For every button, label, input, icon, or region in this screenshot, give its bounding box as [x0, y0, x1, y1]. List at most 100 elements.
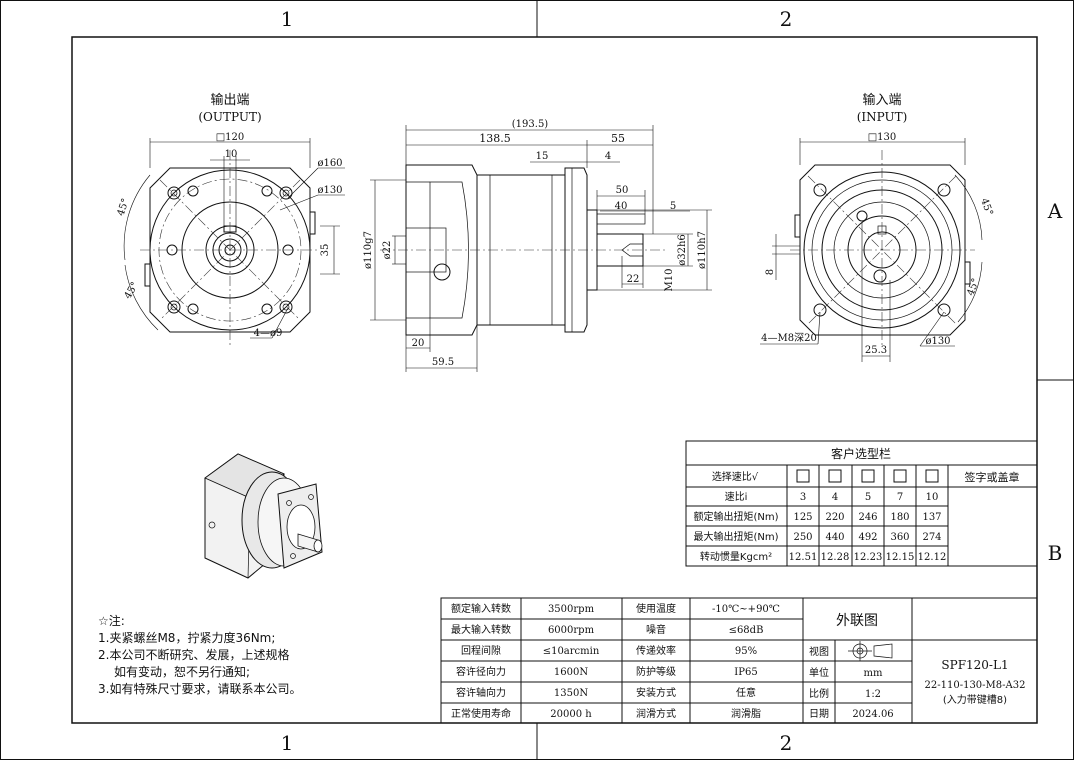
output-dim-key: 10	[225, 149, 238, 160]
spec-value: 1600N	[554, 667, 588, 678]
input-dim-square: □130	[868, 132, 897, 143]
side-dim-32h6: ø32h6	[677, 234, 688, 266]
spec-value: 6000rpm	[548, 625, 595, 636]
view-label: 视图	[809, 645, 829, 658]
spec-label: 额定输入转数	[451, 602, 511, 615]
zone-bottom-1: 1	[281, 731, 294, 755]
side-dim-20: 20	[412, 338, 425, 349]
spec-label: 安装方式	[636, 686, 676, 699]
row-label-select: 选择速比√	[712, 470, 759, 483]
projection-symbol-icon	[848, 641, 893, 661]
model-number: SPF120-L1	[941, 658, 1008, 672]
date-label: 日期	[809, 708, 829, 720]
inertia-value: 12.15	[886, 552, 915, 563]
note-line: 2.本公司不断研究、发展，上述规格	[98, 647, 289, 662]
side-dim-m10: M10	[664, 269, 675, 292]
note-line: 1.夹紧螺丝M8，拧紧力度36Nm;	[98, 630, 275, 645]
side-dim-15: 15	[536, 151, 549, 162]
rated-torque-value: 137	[922, 512, 941, 523]
ratio-7-checkbox[interactable]	[893, 469, 907, 483]
spec-table: 额定输入转数 3500rpm 使用温度 -10℃~+90℃ 最大输入转数 600…	[440, 597, 1038, 724]
output-dim-angle-b: 45°	[123, 280, 141, 301]
output-title: 输出端	[210, 92, 249, 108]
input-dim-8: 8	[765, 269, 776, 275]
note-line: 如有变动，恕不另行通知;	[114, 664, 250, 679]
ratio-value: 4	[832, 492, 838, 503]
row-label-max-torque: 最大输出扭矩(Nm)	[693, 530, 778, 543]
row-label-inertia: 转动惯量Kgcm²	[700, 550, 772, 563]
zone-bottom-2: 2	[780, 731, 793, 755]
spec-label: 正常使用寿命	[451, 707, 511, 720]
input-dim-angle-b: 45°	[965, 277, 981, 297]
side-dim-shaft: 55	[611, 132, 625, 145]
output-dim-h35: 35	[320, 244, 331, 257]
spec-label: 噪音	[646, 623, 666, 636]
note-line: 3.如有特殊尺寸要求，请联系本公司。	[98, 681, 301, 696]
side-view: (193.5) 138.5 55 15 4 50 40 5 ø110g7 ø22…	[363, 119, 712, 372]
input-view: 输入端 (INPUT) □130 45° 45° 8	[760, 92, 995, 362]
side-dim-4: 4	[605, 151, 611, 162]
spec-value: IP65	[734, 667, 757, 678]
side-dim-40: 40	[615, 201, 628, 212]
ratio-10-checkbox[interactable]	[925, 469, 939, 483]
ratio-value: 3	[800, 492, 806, 503]
spec-label: 使用温度	[636, 602, 676, 615]
ratio-5-checkbox[interactable]	[861, 469, 875, 483]
side-dim-body: 138.5	[479, 132, 511, 145]
zone-right-a: A	[1047, 199, 1063, 223]
max-torque-value: 440	[825, 532, 844, 543]
spec-label: 润滑方式	[636, 707, 676, 720]
max-torque-value: 492	[858, 532, 877, 543]
input-dim-holes: 4—M8深20	[761, 332, 817, 344]
output-subtitle: (OUTPUT)	[198, 110, 261, 124]
rated-torque-value: 220	[825, 512, 844, 523]
output-dim-holes: 4—ø9	[254, 328, 283, 339]
side-dim-110h7: ø110h7	[697, 231, 708, 269]
spec-value: 3500rpm	[548, 604, 595, 615]
side-dim-22: ø22	[382, 241, 393, 260]
ratio-value: 10	[926, 492, 939, 503]
selection-table: 客户选型栏 选择速比√ 速比i 额定输出扭矩(Nm) 最大输出扭矩(Nm) 转动…	[685, 440, 1038, 567]
spec-value: ≤68dB	[729, 625, 764, 636]
spec-label: 防护等级	[636, 665, 676, 678]
spec-label: 回程间隙	[461, 644, 501, 657]
drawing-name: 外联图	[836, 613, 878, 629]
model-note: (入力带键槽8)	[943, 693, 1007, 706]
zone-right-b: B	[1048, 541, 1063, 565]
inertia-value: 12.23	[854, 552, 883, 563]
ratio-3-checkbox[interactable]	[796, 469, 810, 483]
side-dim-50: 50	[616, 185, 629, 196]
ratio-4-checkbox[interactable]	[828, 469, 842, 483]
zone-top-2: 2	[780, 7, 793, 31]
input-dim-25-3: 25.3	[865, 345, 887, 356]
side-dim-110g7: ø110g7	[363, 231, 374, 269]
rated-torque-value: 180	[890, 512, 909, 523]
inertia-value: 12.12	[918, 552, 947, 563]
spec-value: 95%	[735, 646, 757, 657]
spec-value: 润滑脂	[731, 707, 761, 720]
output-dim-angle-a: 45°	[116, 197, 132, 217]
spec-value: -10℃~+90℃	[712, 604, 780, 615]
side-dim-59-5: 59.5	[432, 357, 454, 368]
side-dim-22b: 22	[627, 274, 640, 285]
side-dim-5: 5	[670, 201, 676, 212]
signature-label: 签字或盖章	[965, 470, 1020, 484]
spec-label: 传递效率	[636, 644, 676, 657]
input-dim-angle-a: 45°	[978, 197, 994, 217]
input-subtitle: (INPUT)	[857, 110, 908, 124]
spec-value: 任意	[736, 686, 756, 699]
max-torque-value: 250	[793, 532, 812, 543]
spec-label: 容许径向力	[456, 665, 506, 678]
scale-value: 1:2	[865, 689, 881, 700]
output-dim-square: □120	[216, 132, 245, 143]
ratio-value: 5	[865, 492, 871, 503]
row-label-rated-torque: 额定输出扭矩(Nm)	[693, 510, 778, 523]
spec-value: ≤10arcmin	[543, 646, 600, 657]
output-dim-d130: ø130	[317, 185, 342, 196]
row-label-ratio: 速比i	[725, 491, 748, 503]
gearbox-isometric-picture	[204, 453, 323, 579]
spec-value: 20000 h	[550, 709, 592, 720]
scale-label: 比例	[809, 687, 829, 700]
